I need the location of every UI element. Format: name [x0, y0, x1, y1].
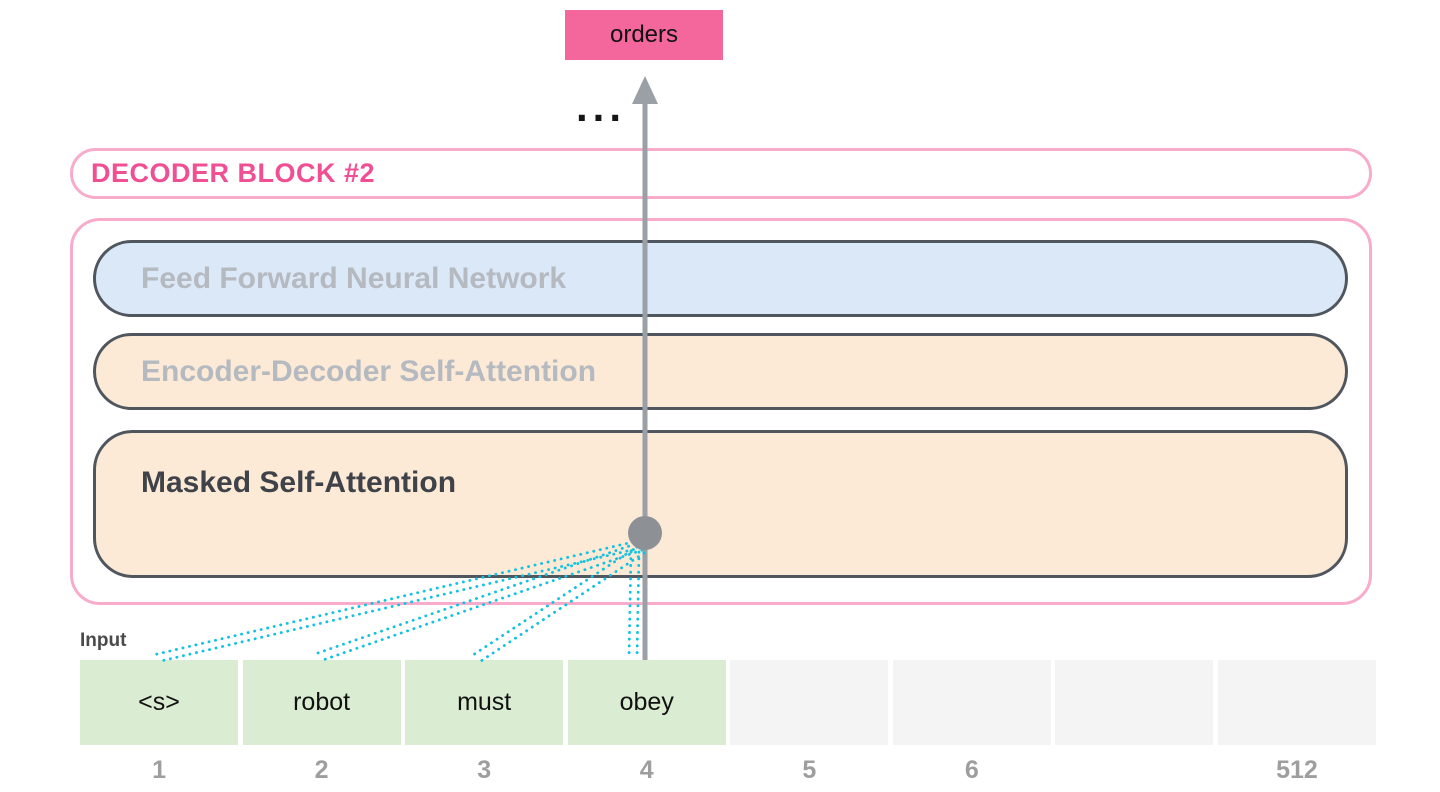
- input-token-6: [892, 660, 1051, 745]
- input-token-4: obey: [567, 660, 726, 745]
- position-5: 5: [802, 756, 817, 784]
- input-token-512: [1217, 660, 1376, 745]
- output-token-label: orders: [609, 21, 679, 48]
- stack-ellipsis: ...: [576, 83, 627, 130]
- input-token-5: [730, 660, 889, 745]
- input-token-7: [1055, 660, 1214, 745]
- decoder-block-2: DECODER BLOCK #2: [70, 148, 1372, 199]
- output-arrowhead: [632, 76, 658, 104]
- layer-feed-forward: Feed Forward Neural Network: [93, 240, 1348, 317]
- layer-encoder-decoder-attention-label: Encoder-Decoder Self-Attention: [141, 354, 597, 388]
- position-512: 512: [1276, 756, 1318, 784]
- decoder-block-1: [70, 218, 1372, 605]
- input-token-3: must: [405, 660, 564, 745]
- output-token-box: orders: [565, 10, 723, 60]
- layer-encoder-decoder-attention: Encoder-Decoder Self-Attention: [93, 333, 1348, 410]
- position-1: 1: [152, 756, 166, 784]
- input-label: Input: [80, 630, 127, 651]
- layer-masked-self-attention-label: Masked Self-Attention: [141, 466, 457, 499]
- input-token-2: robot: [242, 660, 401, 745]
- input-token-row: <s> robot must obey: [80, 660, 1376, 745]
- layer-masked-self-attention: Masked Self-Attention: [93, 430, 1348, 578]
- position-number-row: 1 2 3 4 5 6 512: [80, 756, 1376, 785]
- position-7: [1055, 756, 1213, 785]
- decoder-block-2-label: DECODER BLOCK #2: [91, 158, 376, 188]
- position-2: 2: [314, 756, 329, 784]
- position-6: 6: [964, 756, 979, 784]
- position-4: 4: [639, 756, 654, 784]
- layer-feed-forward-label: Feed Forward Neural Network: [141, 261, 567, 295]
- position-3: 3: [477, 756, 492, 784]
- input-token-1: <s>: [80, 660, 239, 745]
